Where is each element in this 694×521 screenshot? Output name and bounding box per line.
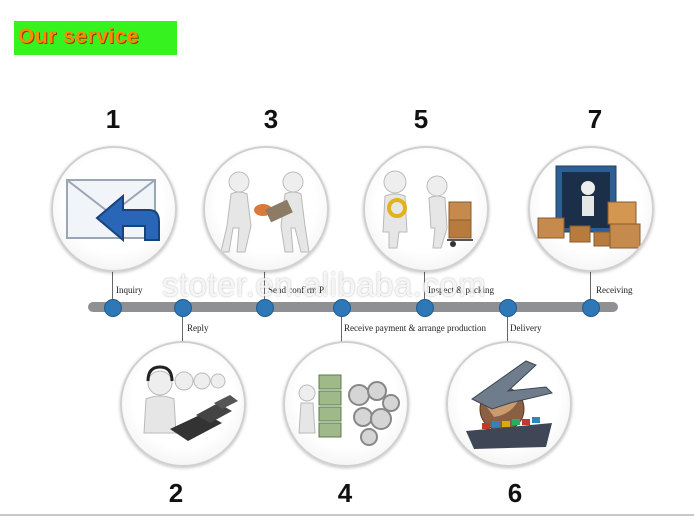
step-2-dot (174, 299, 192, 317)
step-3-label: Send confirm PI (268, 285, 327, 295)
step-4-connector (341, 311, 342, 343)
step-6-connector (507, 311, 508, 343)
section-title-badge: Our service (14, 21, 177, 55)
step-4-number: 4 (337, 478, 353, 508)
section-title: Our service (18, 25, 140, 48)
step-5-illustration (363, 146, 489, 272)
plane-ship-globe-icon (466, 360, 553, 449)
call-center-icon (143, 365, 238, 441)
step-5-dot (416, 299, 434, 317)
money-gears-icon (298, 374, 400, 446)
step-3-connector (264, 263, 265, 303)
step-1-illustration (51, 146, 177, 272)
step-4-label: Receive payment & arrange production (344, 323, 486, 333)
step-7-connector (590, 263, 591, 303)
step-2-illustration (120, 341, 246, 467)
envelope-reply-icon (66, 179, 160, 243)
step-6-number: 6 (507, 478, 523, 508)
step-4-dot (333, 299, 351, 317)
inspection-boxes-icon (382, 170, 473, 249)
step-1-dot (104, 299, 122, 317)
step-3-illustration (203, 146, 329, 272)
step-5-connector (424, 263, 425, 303)
step-3-dot (256, 299, 274, 317)
bottom-divider (0, 514, 694, 516)
step-7-number: 7 (587, 104, 603, 134)
handshake-document-icon (220, 171, 310, 253)
step-3-number: 3 (263, 104, 279, 134)
step-4-illustration (283, 341, 409, 467)
step-2-connector (182, 311, 183, 343)
step-1-connector (112, 263, 113, 303)
step-7-illustration (528, 146, 654, 272)
step-1-label: Inquiry (116, 285, 143, 295)
step-1-number: 1 (105, 104, 121, 134)
timeline-bar (88, 302, 618, 312)
step-5-number: 5 (413, 104, 429, 134)
step-5-label: Inspect & packing (428, 285, 494, 295)
step-2-label: Reply (187, 323, 209, 333)
step-2-number: 2 (168, 478, 184, 508)
step-6-dot (499, 299, 517, 317)
step-7-dot (582, 299, 600, 317)
container-boxes-icon (537, 165, 641, 249)
watermark: stoter.en.alibaba.com (162, 266, 487, 303)
step-6-illustration (446, 341, 572, 467)
step-7-label: Receiving (596, 285, 633, 295)
step-6-label: Delivery (510, 323, 542, 333)
